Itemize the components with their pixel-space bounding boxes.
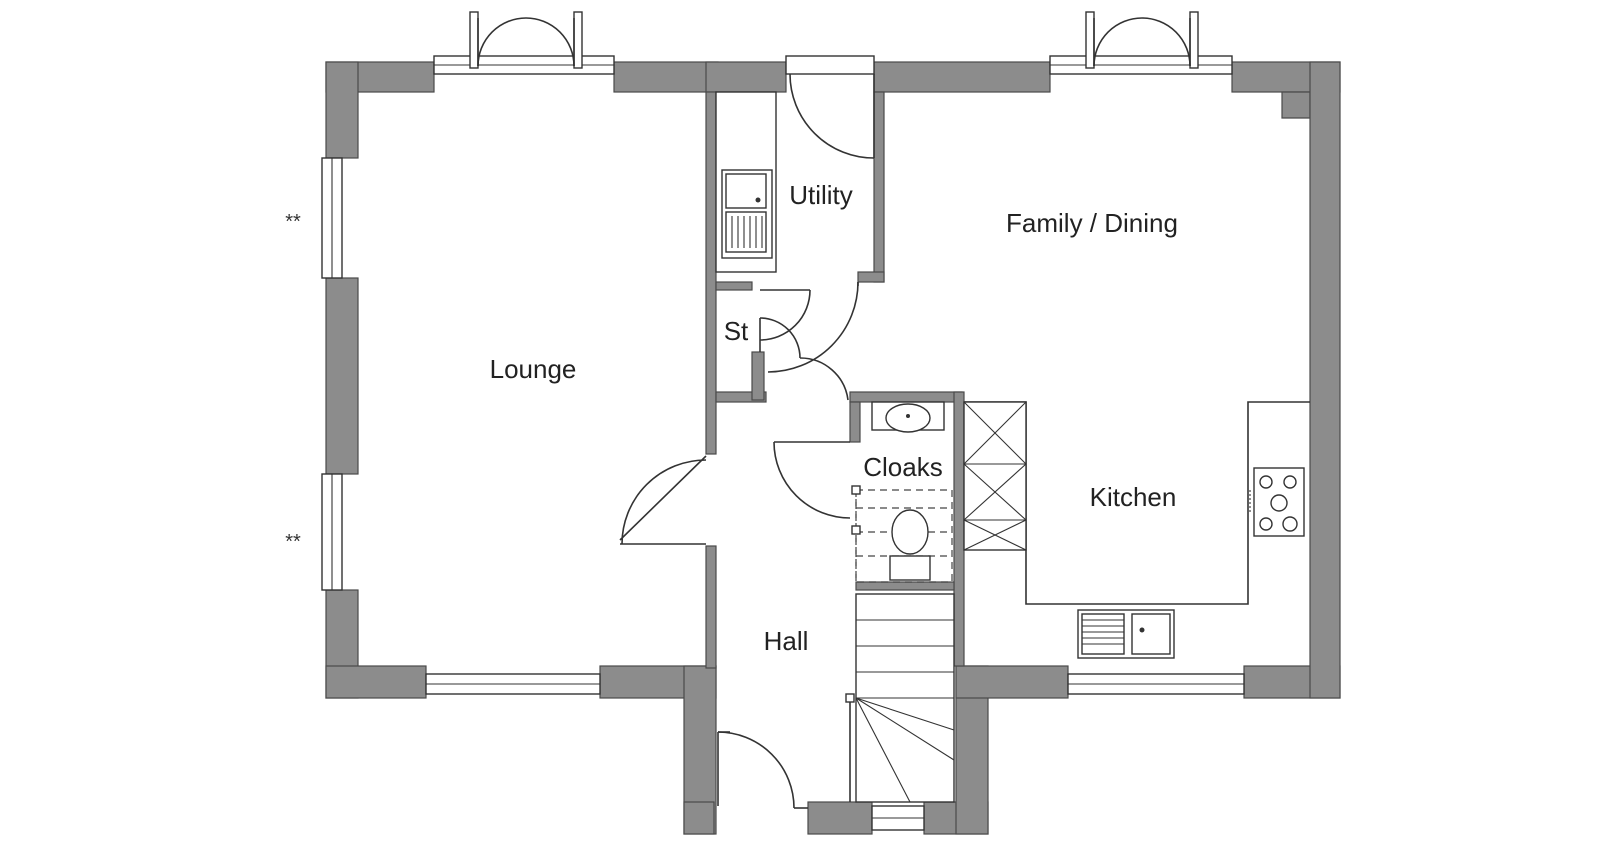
wall-top-right-return — [1281, 91, 1311, 119]
store-door-swing — [759, 317, 801, 359]
room-label-family-dining: Family / Dining — [1006, 208, 1178, 238]
utility-drainer — [725, 211, 767, 253]
partition-store-bottom — [715, 391, 767, 403]
partition-utility-bottom-r — [857, 271, 885, 283]
wall-left-b — [325, 277, 359, 475]
door-jamb — [469, 11, 479, 69]
partition-cloaks-left — [849, 401, 861, 443]
wall-top-mid-b — [873, 61, 1051, 93]
partition-cloaks-right — [953, 391, 965, 667]
windows — [321, 11, 1245, 831]
room-label-lounge: Lounge — [490, 354, 577, 384]
room-label-kitchen: Kitchen — [1090, 482, 1177, 512]
front-door-swing — [717, 731, 795, 809]
cloaks-door-swing — [773, 441, 851, 519]
room-label-store: St — [724, 316, 749, 346]
lounge-door-swing — [621, 459, 707, 545]
utility-inner-door-swing — [767, 281, 859, 373]
tall-units — [963, 401, 1027, 551]
staircase — [845, 593, 955, 803]
wall-hall-bottom-a — [683, 801, 715, 835]
utility-door-swing — [789, 73, 875, 159]
utility-door-frame — [785, 55, 875, 75]
window-notes: ** ** — [285, 211, 301, 553]
partition-store-right — [751, 351, 765, 401]
kitchen-sink-bowl — [1131, 613, 1171, 655]
partition-cloaks-bottom — [855, 581, 955, 591]
utility-sink-bowl — [725, 173, 767, 209]
cloaks-dashed-zone — [855, 489, 953, 583]
window-note-upper: ** — [285, 211, 301, 233]
newel-post — [845, 693, 855, 703]
doors — [619, 281, 859, 809]
room-label-hall: Hall — [764, 626, 809, 656]
partition-cloaks-top — [849, 391, 963, 403]
partition-utility-bottom-l — [715, 281, 753, 291]
window-note-lower: ** — [285, 531, 301, 553]
room-label-utility: Utility — [789, 180, 853, 210]
utility-fixtures — [715, 91, 777, 273]
kitchen-fixtures — [963, 401, 1310, 659]
wall-right — [1309, 61, 1341, 699]
kitchen-drainer — [1081, 613, 1125, 655]
french-door-swing-left — [477, 17, 527, 67]
room-label-cloaks: Cloaks — [863, 452, 942, 482]
french-door-swing-right — [525, 17, 575, 67]
wall-top-mid-a — [705, 61, 787, 93]
wall-left-a — [325, 61, 359, 159]
partition-utility-right — [873, 91, 885, 283]
exterior-walls — [325, 61, 1341, 835]
partition-lounge-bottom — [705, 545, 717, 669]
wall-bottom-right-a — [955, 665, 1069, 699]
room-labels: Lounge Utility Family / Dining St Cloaks… — [490, 180, 1178, 656]
interior-walls — [705, 91, 965, 669]
wc-cistern — [889, 555, 931, 581]
wall-top-left-b — [613, 61, 719, 93]
lounge-door-leaf — [619, 455, 707, 541]
wc-bowl — [891, 509, 929, 555]
partition-lounge-top — [705, 91, 717, 455]
cloaks-fixtures — [851, 401, 953, 583]
wall-hall-bottom-b — [807, 801, 873, 835]
wall-bottom-lounge-a — [325, 665, 427, 699]
